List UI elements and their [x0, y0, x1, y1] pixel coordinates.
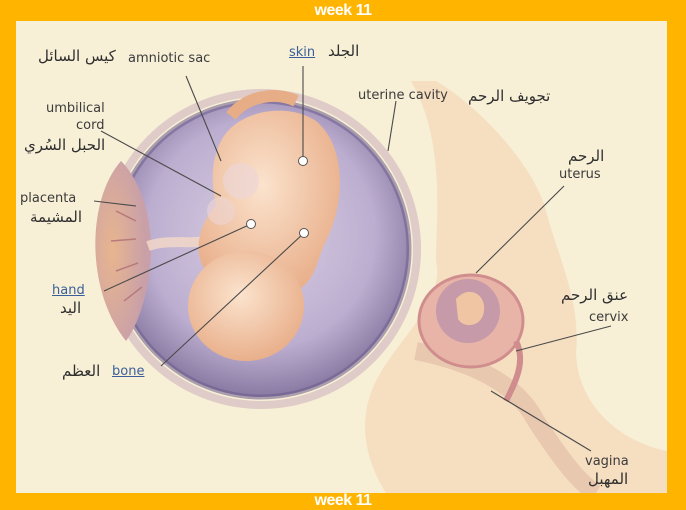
label-uterine-cavity-ar: تجويف الرحم — [468, 87, 551, 105]
label-bone-ar: العظم — [62, 362, 101, 380]
label-uterine-cavity: uterine cavity — [358, 88, 448, 103]
diagram-panel: amniotic sac كيس السائل skin الجلد uteri… — [16, 21, 667, 493]
label-uterus: uterus — [559, 167, 601, 182]
label-vagina-ar: المهبل — [588, 470, 629, 488]
label-vagina: vagina — [585, 454, 629, 469]
label-cervix-ar: عنق الرحم — [561, 286, 629, 304]
week-title-bottom: week 11 — [314, 492, 373, 509]
label-hand-ar: اليد — [60, 299, 82, 317]
label-umbilical: umbilical — [46, 101, 105, 116]
label-uterus-ar: الرحم — [568, 147, 605, 165]
label-skin-ar: الجلد — [328, 42, 360, 60]
label-umbilical-cord-ar: الحبل السُري — [24, 136, 106, 154]
label-bone: bone — [112, 364, 145, 379]
label-cord: cord — [76, 118, 105, 133]
fetus-illustration — [93, 66, 667, 493]
body-silhouette — [365, 81, 667, 493]
label-placenta-ar: المشيمة — [30, 208, 83, 226]
label-amniotic-sac: amniotic sac — [128, 51, 211, 66]
placenta-shape — [95, 161, 151, 341]
label-placenta: placenta — [20, 191, 77, 206]
label-cervix: cervix — [589, 310, 629, 325]
label-hand: hand — [52, 283, 85, 298]
label-amniotic-sac-ar: كيس السائل — [38, 47, 116, 65]
label-skin: skin — [289, 45, 316, 60]
week-title-top: week 11 — [314, 2, 373, 19]
